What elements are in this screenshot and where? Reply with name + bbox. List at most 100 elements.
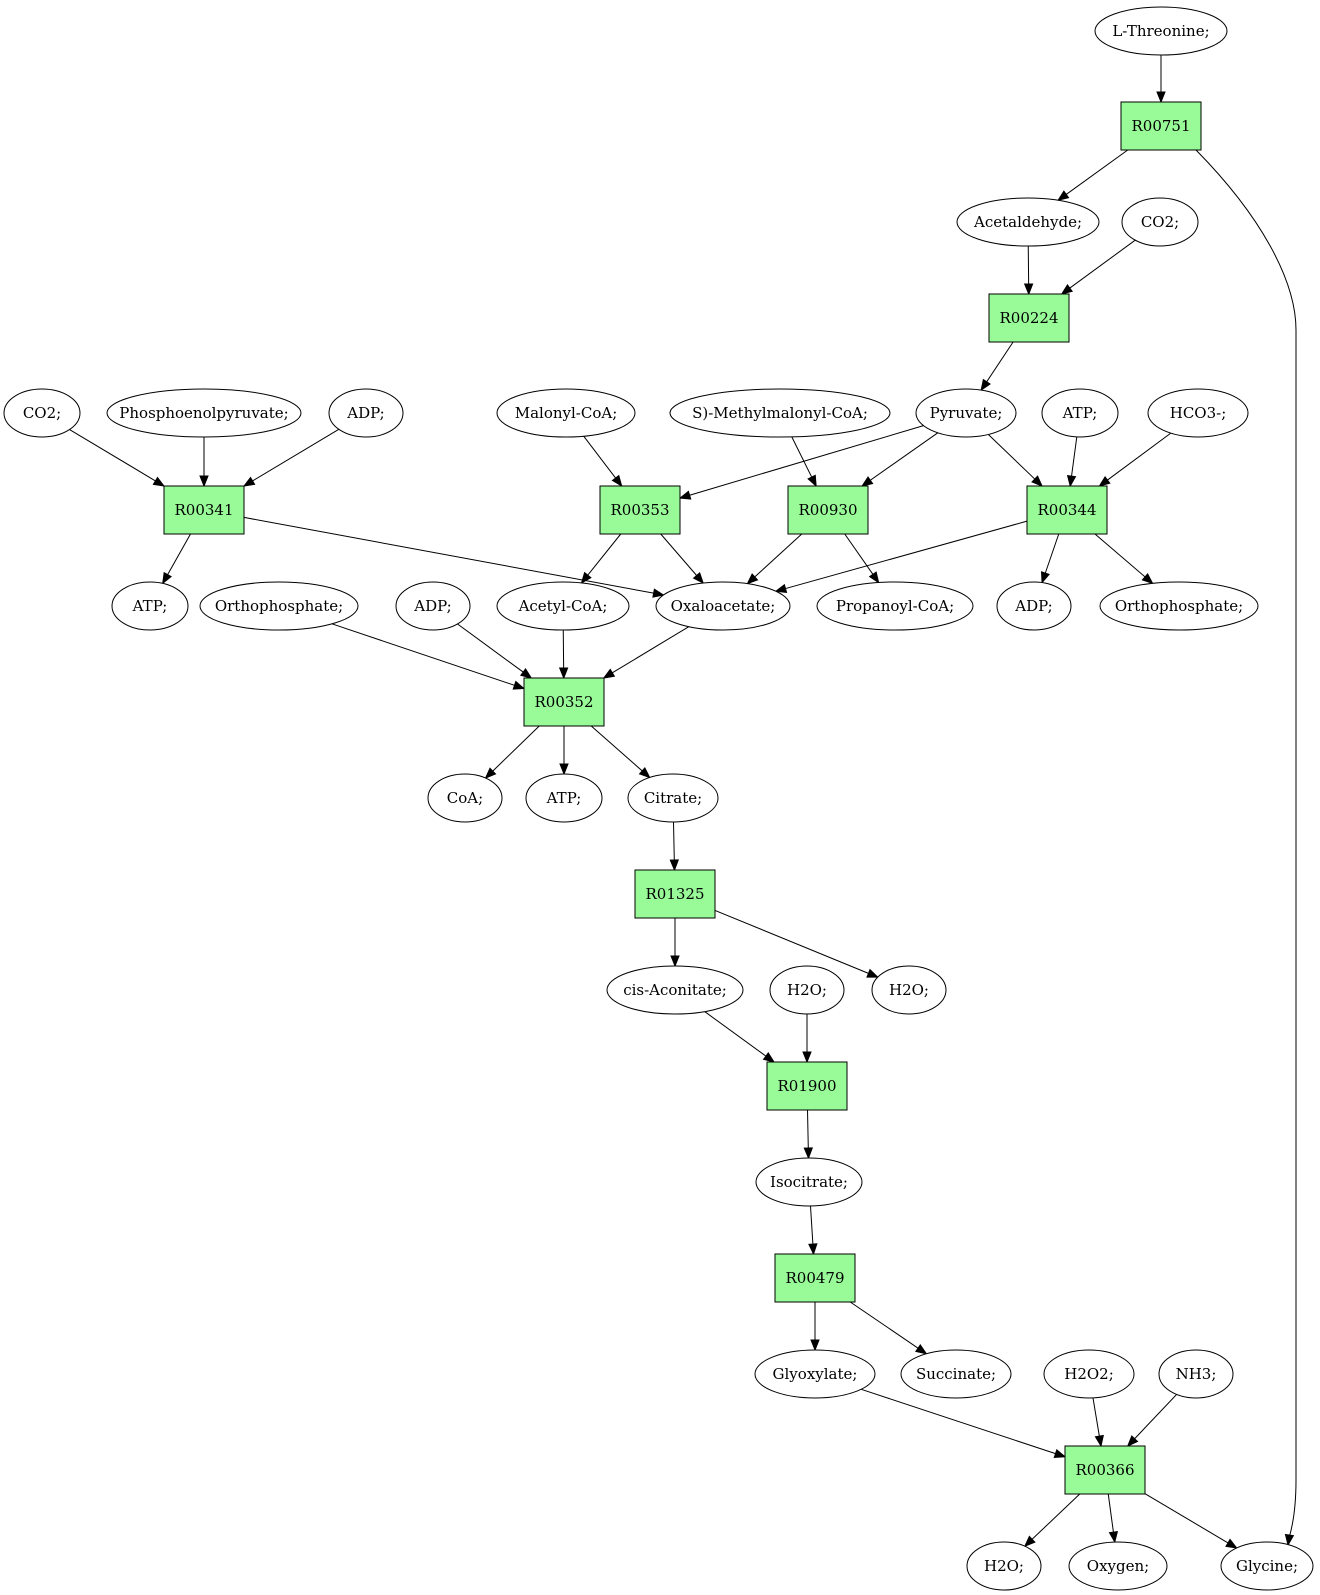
arrowhead: [1094, 1434, 1104, 1448]
edge-r341-to-atpb: [162, 533, 191, 585]
compound-node-acoa: Acetyl-CoA;: [496, 581, 630, 631]
compound-node-hco3: HCO3-;: [1147, 388, 1249, 438]
reaction-box: [988, 293, 1070, 343]
compound-ellipse: [1094, 6, 1228, 56]
compound-ellipse: [1099, 581, 1259, 631]
compound-ellipse: [627, 773, 719, 823]
compound-node-h2oc: H2O;: [966, 1541, 1042, 1591]
compound-node-h2ob: H2O;: [871, 965, 947, 1015]
edge-hco3-to-r344: [1098, 432, 1172, 487]
arrowhead: [1057, 190, 1070, 202]
arrowhead: [861, 476, 874, 487]
node-label: Orthophosphate;: [215, 597, 343, 615]
reaction-box: [599, 485, 681, 535]
reaction-box: [787, 485, 869, 535]
edge-co2a-to-r224: [1060, 239, 1136, 295]
compound-ellipse: [996, 581, 1072, 631]
reaction-box: [634, 869, 716, 919]
edge-pep-to-r341: [199, 437, 209, 488]
node-label: L-Threonine;: [1112, 22, 1209, 40]
edge-r930-to-oxa: [746, 533, 803, 585]
compound-node-prop: Propanoyl-CoA;: [816, 581, 974, 631]
compound-node-pep: Phosphoenolpyruvate;: [106, 388, 302, 438]
reaction-node-r366: R00366: [1064, 1445, 1146, 1495]
node-label: ATP;: [546, 789, 582, 807]
reaction-node-r352: R00352: [523, 677, 605, 727]
node-label: R00341: [174, 501, 233, 519]
compound-ellipse: [669, 388, 891, 438]
edge-r1900-to-iso: [803, 1109, 814, 1160]
arrowhead: [652, 588, 665, 598]
arrowhead: [484, 767, 497, 779]
reaction-box: [766, 1061, 848, 1111]
compound-ellipse: [956, 197, 1100, 247]
edge-r352-to-atpc: [559, 726, 569, 776]
compound-node-adpc: ADP;: [996, 581, 1072, 631]
node-label: Isocitrate;: [770, 1173, 848, 1191]
compound-ellipse: [1041, 388, 1119, 438]
compound-node-adpb: ADP;: [395, 581, 471, 631]
compound-ellipse: [915, 388, 1017, 438]
compound-node-ortha: Orthophosphate;: [199, 581, 359, 631]
node-label: R00353: [610, 501, 669, 519]
reaction-box: [1064, 1445, 1146, 1495]
edge-acoa-to-r352: [558, 629, 569, 680]
edge-r366-to-h2oc: [1023, 1493, 1081, 1548]
compound-node-acet: Acetaldehyde;: [956, 197, 1100, 247]
arrowhead: [808, 1243, 818, 1256]
edge-pyr-to-r930: [861, 432, 939, 487]
edge-cisa-to-r1900: [704, 1011, 776, 1063]
arrowhead: [1108, 1531, 1119, 1544]
edge-r353-to-oxa: [660, 533, 705, 585]
node-label: NH3;: [1176, 1365, 1217, 1383]
node-label: ATP;: [132, 597, 168, 615]
arrowhead: [512, 680, 526, 690]
compound-node-glyox: Glyoxylate;: [754, 1349, 876, 1399]
edge-r1325-to-cisa: [670, 918, 680, 968]
node-label: CO2;: [1141, 213, 1179, 231]
reaction-node-r751: R00751: [1120, 101, 1202, 151]
edge-r930-to-prop: [844, 533, 880, 584]
edge-r479-to-succ: [849, 1301, 928, 1355]
edge-iso-to-r479: [808, 1205, 818, 1256]
edge-r224-to-pyr: [980, 341, 1014, 392]
arrowhead: [558, 667, 569, 680]
arrowhead: [162, 571, 172, 585]
node-label: R00224: [999, 309, 1058, 327]
arrowhead: [670, 955, 680, 968]
node-label: HCO3-;: [1170, 404, 1227, 422]
edge-r1325-to-h2ob: [714, 909, 879, 978]
node-label: R01325: [645, 885, 704, 903]
compound-ellipse: [496, 388, 636, 438]
edge-r751-to-acet: [1057, 149, 1129, 202]
edge-r366-to-gly: [1144, 1493, 1238, 1549]
node-label: R00366: [1075, 1461, 1134, 1479]
compound-node-oxa: Oxaloacetate;: [655, 581, 791, 631]
reaction-box: [1026, 485, 1108, 535]
node-label: Succinate;: [916, 1365, 996, 1383]
compound-ellipse: [655, 581, 791, 631]
compound-node-adpa: ADP;: [328, 388, 404, 438]
node-label: Phosphoenolpyruvate;: [119, 404, 288, 422]
arrowhead: [1066, 474, 1077, 488]
edge-h2o2-to-r366: [1092, 1397, 1104, 1448]
compound-node-orthb: Orthophosphate;: [1099, 581, 1259, 631]
node-label: Oxaloacetate;: [671, 597, 776, 615]
edge-atpa-to-r344: [1066, 436, 1078, 488]
arrowhead: [1053, 1448, 1067, 1458]
reaction-node-r479: R00479: [774, 1253, 856, 1303]
compound-ellipse: [871, 965, 947, 1015]
reaction-node-r1900: R01900: [766, 1061, 848, 1111]
compound-node-smm: S)-Methylmalonyl-CoA;: [669, 388, 891, 438]
compound-ellipse: [199, 581, 359, 631]
node-label: Citrate;: [644, 789, 702, 807]
reaction-node-r344: R00344: [1026, 485, 1108, 535]
node-label: S)-Methylmalonyl-CoA;: [692, 404, 868, 422]
compound-ellipse: [900, 1349, 1012, 1399]
node-label: Glycine;: [1236, 1557, 1298, 1575]
node-label: CoA;: [447, 789, 483, 807]
node-label: R01900: [777, 1077, 836, 1095]
arrowhead: [602, 668, 616, 679]
arrowhead: [1126, 1435, 1139, 1447]
reaction-node-r341: R00341: [163, 485, 245, 535]
